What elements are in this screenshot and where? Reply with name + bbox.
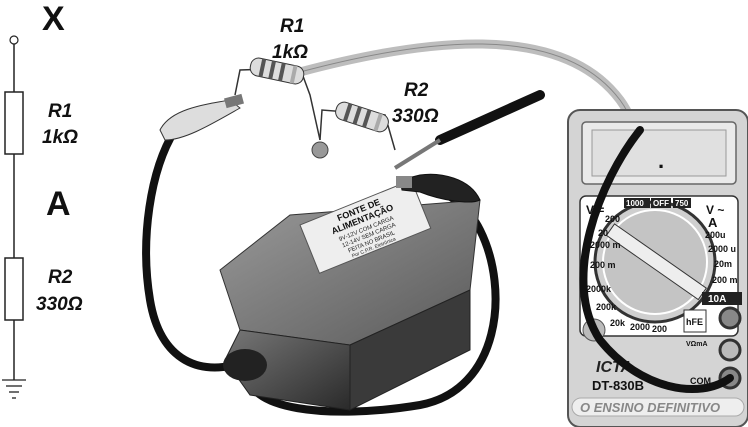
node-x-label: X: [42, 0, 65, 38]
dial-v200-label: 200: [605, 214, 620, 224]
ground-icon: [2, 379, 26, 399]
black-test-lead-com: [579, 126, 734, 393]
terminal-node: [9, 35, 19, 45]
dial-amp-label: A: [708, 215, 718, 230]
dial-20k-label: 20k: [610, 318, 626, 328]
multimeter: . V = V ~ 1000 OFF 750 200 20 2000 m 200…: [567, 109, 748, 427]
dial-hfe-label: hFE: [686, 317, 703, 327]
dial-200k-label: 200k: [596, 302, 617, 312]
dial-2000u-label: 2000 u: [708, 244, 736, 254]
power-supply: FONTE DE ALIMENTAÇÃO 9V-12V COM CARGA 12…: [219, 179, 481, 411]
r2-name-label: R2: [48, 267, 73, 288]
dial-v20-label: 20: [598, 228, 608, 238]
dial-2000k-label: 2000k: [586, 284, 612, 294]
illus-r1-value: 1kΩ: [272, 42, 308, 63]
r1-name-label: R1: [48, 101, 72, 122]
dial-200-label: 200: [652, 324, 667, 334]
dial-off-label: OFF: [653, 199, 669, 208]
model-label: DT-830B: [592, 378, 644, 393]
slogan-label: O ENSINO DEFINITIVO: [580, 400, 720, 415]
black-wire-left: [142, 126, 254, 372]
dial-200m-label: 200 m: [590, 260, 616, 270]
jack-com-label: COM: [690, 376, 711, 386]
jack-vma-label: VΩmA: [686, 341, 708, 348]
junction-node-a: [311, 141, 329, 159]
node-a-label: A: [46, 185, 71, 223]
dial-2000-label: 2000: [630, 322, 650, 332]
illus-r1-name: R1: [280, 16, 304, 37]
black-test-probe[interactable]: [393, 90, 545, 170]
dial-vac-label: V ~: [706, 203, 724, 217]
schematic-resistor-r2: [4, 257, 24, 321]
dial-2000m-label: 2000 m: [590, 240, 621, 250]
crocodile-clip-left[interactable]: [159, 93, 244, 141]
illus-r2-name: R2: [404, 80, 429, 101]
dial-200m-amp-label: 200 m: [712, 275, 738, 285]
dial-10a-label: 10A: [708, 294, 726, 305]
display-reading: .: [658, 148, 664, 173]
dial-20m-label: 20m: [714, 259, 732, 269]
dial-1000-label: 1000: [626, 199, 644, 208]
jack-10a[interactable]: [718, 306, 742, 330]
r1-value-label: 1kΩ: [42, 127, 78, 148]
schematic-resistor-r1: [4, 91, 24, 155]
illus-r2-value: 330Ω: [392, 106, 439, 127]
power-cord-strain-relief: [223, 349, 267, 381]
dial-750-label: 750: [675, 199, 689, 208]
schematic: X R1 1kΩ A R2 330Ω: [2, 0, 83, 399]
breadboard-resistors: R1 1kΩ R2 330Ω: [234, 16, 439, 159]
crocodile-clip-right[interactable]: [396, 173, 481, 203]
r2-value-label: 330Ω: [36, 294, 83, 315]
dial-200u-label: 200u: [705, 230, 726, 240]
jack-vma[interactable]: [718, 338, 742, 362]
